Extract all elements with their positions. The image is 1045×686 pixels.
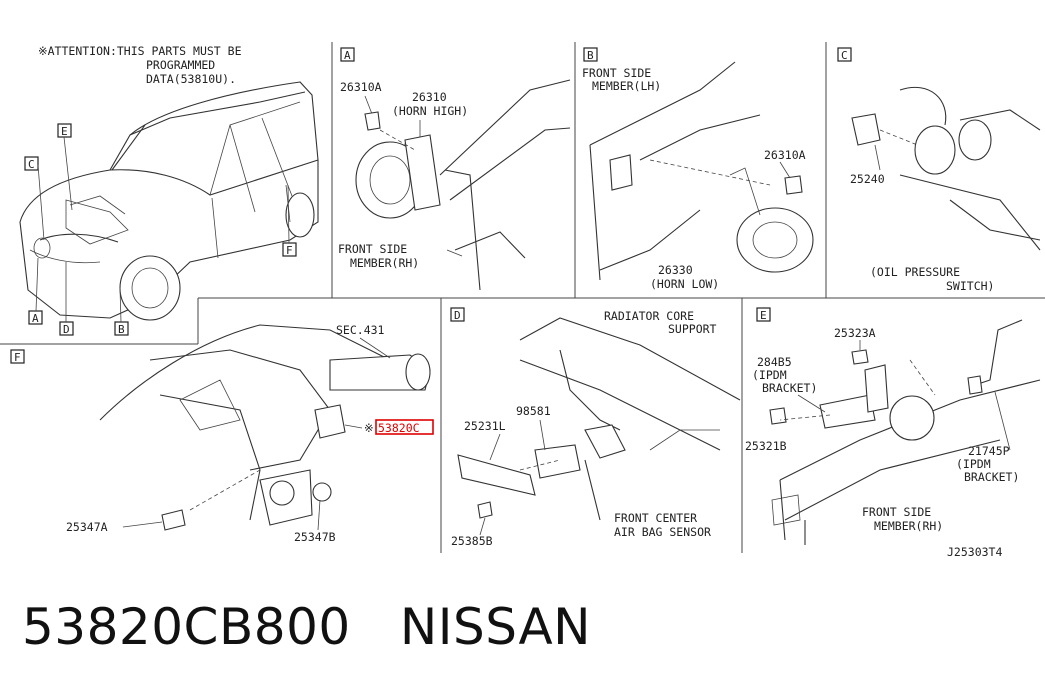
callout-f: F [286, 244, 293, 257]
panel-e-part-21745p: 21745P [968, 444, 1010, 458]
panel-b-member-line1: FRONT SIDE [582, 66, 651, 80]
callout-box-c [24, 156, 39, 171]
panel-e-part-284b5: 284B5 [757, 355, 792, 369]
panel-a-letter: A [344, 49, 351, 62]
panel-b-part-26330: 26330 [658, 263, 693, 277]
callout-e: E [61, 125, 68, 138]
parts-diagram: ※ATTENTION:THIS PARTS MUST BE PROGRAMMED… [0, 42, 1045, 559]
panel-a: A 26310A 26310 (HORN HIGH) FRONT SIDE ME… [338, 47, 571, 291]
callout-a: A [32, 312, 39, 325]
panel-f-letter: F [14, 351, 21, 364]
callout-c: C [28, 158, 35, 171]
panel-c-letter: C [841, 49, 848, 62]
panel-d-letter: D [454, 309, 461, 322]
panel-e-member-line1: FRONT SIDE [862, 505, 931, 519]
panel-b-part-26310a: 26310A [764, 148, 806, 162]
panel-d-radiator-line1: RADIATOR CORE [604, 309, 694, 323]
panel-f-part-25347b: 25347B [294, 530, 336, 544]
car-overview: ※ATTENTION:THIS PARTS MUST BE PROGRAMMED… [19, 44, 319, 336]
panel-b: B FRONT SIDE MEMBER(LH) 26310A 26330 (HO… [582, 47, 814, 291]
panel-e-part-25321b: 25321B [745, 439, 787, 453]
caption: 53820CB800 NISSAN [22, 598, 591, 656]
attention-line-1: ※ATTENTION:THIS PARTS MUST BE [38, 44, 242, 58]
panel-c: C 25240 (OIL PRESSURE SWITCH) [837, 47, 1041, 293]
highlight-box [375, 419, 434, 435]
panel-f: F SEC.431 25347A 25347B ※ 53820C [10, 323, 434, 544]
diagram-code: J25303T4 [947, 545, 1002, 559]
panel-a-horn-high: (HORN HIGH) [392, 104, 468, 118]
panel-e-letter: E [760, 309, 767, 322]
panel-c-oil-line1: (OIL PRESSURE [870, 265, 960, 279]
panel-b-letter: B [587, 49, 594, 62]
callout-d: D [63, 323, 70, 336]
panel-f-highlight-prefix: ※ [364, 421, 374, 435]
panel-e-member-line2: MEMBER(RH) [874, 519, 943, 533]
panel-d-airbag-line1: FRONT CENTER [614, 511, 697, 525]
panel-b-member-line2: MEMBER(LH) [592, 79, 661, 93]
callout-box-a [28, 310, 43, 325]
panel-e-part-25323a: 25323A [834, 326, 876, 340]
car-illustration [19, 81, 319, 321]
panel-grid [0, 42, 1045, 553]
callout-box-d [59, 321, 74, 336]
panel-d: D RADIATOR CORE SUPPORT 98581 25231L 253… [450, 307, 741, 548]
panel-f-part-25347a: 25347A [66, 520, 108, 534]
panel-c-part-25240: 25240 [850, 172, 885, 186]
panel-e-ipdm2-line1: (IPDM [956, 457, 991, 471]
caption-part-number: 53820CB800 [22, 598, 351, 656]
attention-line-2: PROGRAMMED [146, 58, 215, 72]
callout-box-b [114, 321, 129, 336]
panel-e-ipdm1-line2: BRACKET) [762, 381, 817, 395]
panel-d-part-25385b: 25385B [451, 534, 493, 548]
panel-f-highlight-part: 53820C [378, 421, 420, 435]
panel-d-airbag-line2: AIR BAG SENSOR [614, 525, 711, 539]
panel-d-part-25231l: 25231L [464, 419, 506, 433]
panel-a-part-26310: 26310 [412, 90, 447, 104]
caption-brand: NISSAN [399, 598, 592, 656]
panel-d-part-98581: 98581 [516, 404, 551, 418]
panel-c-oil-line2: SWITCH) [946, 279, 994, 293]
callout-b: B [118, 323, 125, 336]
panel-a-member-line1: FRONT SIDE [338, 242, 407, 256]
panel-e-ipdm1-line1: (IPDM [752, 368, 787, 382]
callout-box-e [57, 123, 72, 138]
panel-e: E 25323A 284B5 (IPDM BRACKET) 25321B 217… [745, 307, 1041, 545]
panel-e-ipdm2-line2: BRACKET) [964, 470, 1019, 484]
callout-box-f [282, 242, 297, 257]
panel-f-sec431: SEC.431 [336, 323, 385, 337]
attention-line-3: DATA(53810U). [146, 72, 236, 86]
panel-d-radiator-line2: SUPPORT [668, 322, 717, 336]
panel-a-part-26310a: 26310A [340, 80, 382, 94]
panel-b-horn-low: (HORN LOW) [650, 277, 719, 291]
panel-a-member-line2: MEMBER(RH) [350, 256, 419, 270]
